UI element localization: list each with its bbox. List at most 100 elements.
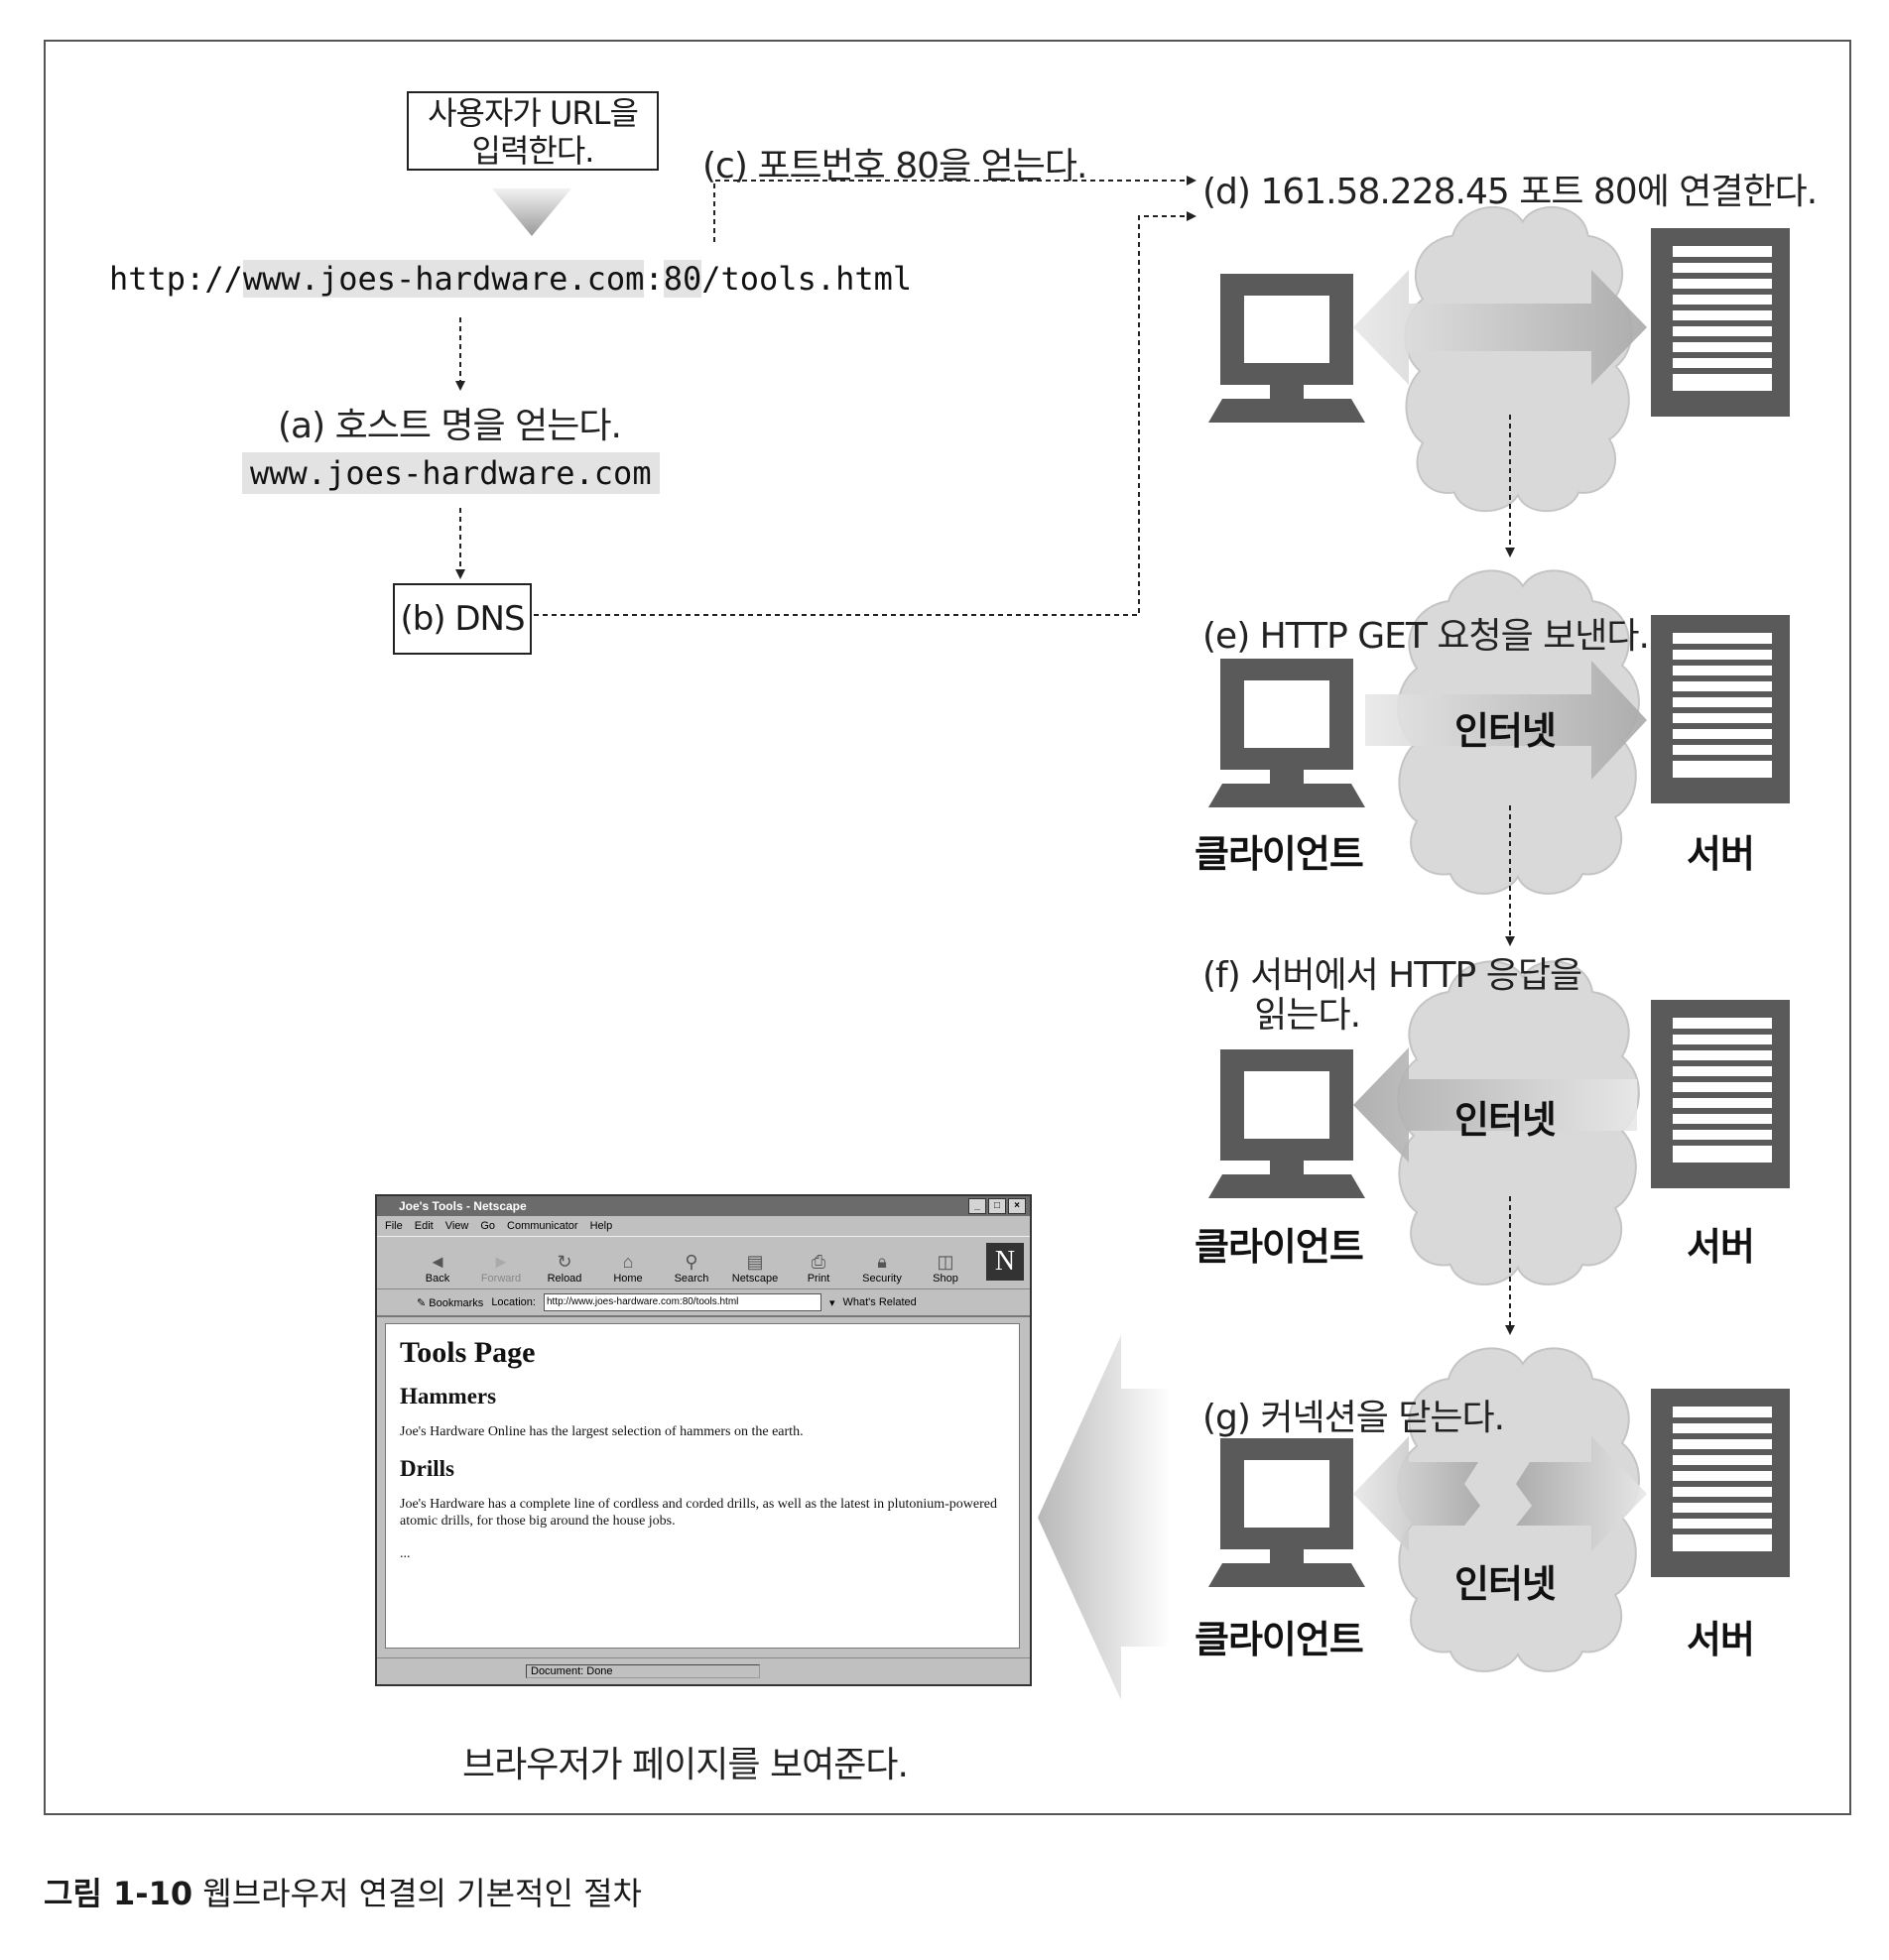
menu-view[interactable]: View (444, 1220, 469, 1232)
whats-related-button[interactable]: What's Related (842, 1296, 917, 1308)
internet-label-e: 인터넷 (1454, 709, 1557, 753)
browser-shows-label: 브라우저가 페이지를 보여준다. (462, 1745, 909, 1785)
heading-drills: Drills (400, 1456, 454, 1481)
url-path: /tools.html (701, 260, 913, 298)
location-bar: ✎ Bookmarks Location: http://www.joes-ha… (377, 1289, 1030, 1317)
status-text: Document: Done (526, 1664, 760, 1678)
caption-label: 그림 1-10 (44, 1875, 193, 1912)
menu-go[interactable]: Go (480, 1220, 496, 1232)
window-controls: _ □ × (968, 1198, 1026, 1214)
print-label: Print (807, 1273, 830, 1285)
home-label: Home (613, 1273, 643, 1285)
reload-button[interactable]: ↻Reload (534, 1251, 595, 1288)
full-url: http://www.joes-hardware.com:80/tools.ht… (109, 260, 912, 298)
paragraph-drills: Joe's Hardware has a complete line of co… (400, 1497, 998, 1529)
navigation-toolbar: ◄Back ►Forward ↻Reload ⌂Home ⚲Search ▤Ne… (377, 1236, 1030, 1289)
location-label: Location: (491, 1296, 536, 1308)
forward-arrow-icon: ► (492, 1252, 510, 1272)
client-computer-icon (1208, 659, 1365, 807)
shop-button[interactable]: ◫Shop (915, 1251, 976, 1288)
step-d-label: (d) 161.58.228.45 포트 80에 연결한다. (1202, 172, 1818, 212)
search-button[interactable]: ⚲Search (661, 1251, 722, 1288)
client-label-g: 클라이언트 (1195, 1618, 1364, 1661)
bidirectional-arrow-d (1353, 270, 1647, 385)
lock-icon: 🔒︎ (877, 1252, 887, 1272)
server-label-f: 서버 (1687, 1225, 1755, 1269)
step-g-label: (g) 커넥션을 닫는다. (1202, 1398, 1505, 1438)
dns-box: (b) DNS (393, 583, 532, 655)
menu-communicator[interactable]: Communicator (507, 1220, 578, 1232)
print-icon: ⎙ (811, 1252, 826, 1272)
url-prefix: http:// (109, 260, 243, 298)
response-arrow-f (1353, 1047, 1637, 1163)
minimize-button[interactable]: _ (968, 1198, 986, 1214)
step-a-label: (a) 호스트 명을 얻는다. (278, 406, 622, 446)
home-icon: ⌂ (622, 1252, 634, 1272)
user-enters-url-box: 사용자가 URL을 입력한다. (407, 91, 659, 171)
print-button[interactable]: ⎙Print (788, 1251, 849, 1288)
url-colon: : (644, 260, 664, 298)
hostname-value: www.joes-hardware.com (242, 452, 660, 494)
shop-icon: ◫ (937, 1252, 954, 1272)
menu-file[interactable]: File (385, 1220, 403, 1232)
bookmarks-label: Bookmarks (429, 1296, 484, 1309)
reload-label: Reload (547, 1273, 582, 1285)
server-icon (1651, 228, 1790, 417)
back-arrow-icon: ◄ (429, 1252, 446, 1272)
client-computer-icon (1208, 1049, 1365, 1198)
location-input[interactable]: http://www.joes-hardware.com:80/tools.ht… (543, 1293, 821, 1311)
server-icon (1651, 1389, 1790, 1577)
down-arrow-icon (492, 188, 571, 236)
forward-label: Forward (480, 1273, 522, 1285)
bookmarks-button[interactable]: ✎ Bookmarks (417, 1296, 483, 1309)
client-computer-icon (1208, 1438, 1365, 1587)
arrow-dns-to-connect (534, 211, 1196, 616)
netscape-browser-window: Joe's Tools - Netscape _ □ × File Edit V… (375, 1194, 1032, 1686)
server-label-e: 서버 (1687, 832, 1755, 876)
netscape-icon: ▤ (746, 1252, 764, 1272)
netscape-button[interactable]: ▤Netscape (724, 1251, 786, 1288)
security-button[interactable]: 🔒︎Security (851, 1251, 913, 1288)
server-icon (1651, 615, 1790, 803)
client-label-e: 클라이언트 (1195, 832, 1364, 876)
caption-text: 웹브라우저 연결의 기본적인 절차 (192, 1875, 642, 1912)
reload-icon: ↻ (557, 1252, 572, 1272)
server-icon (1651, 1000, 1790, 1188)
url-port: 80 (663, 260, 702, 298)
client-computer-icon (1208, 274, 1365, 423)
step-c-label: (c) 포트번호 80을 얻는다. (702, 146, 1087, 186)
home-button[interactable]: ⌂Home (597, 1251, 659, 1288)
bookmark-icon: ✎ (417, 1296, 427, 1309)
close-button[interactable]: × (1008, 1198, 1026, 1214)
browser-title: Joe's Tools - Netscape (399, 1199, 527, 1213)
broken-arrow-right-g (1516, 1436, 1647, 1551)
back-button[interactable]: ◄Back (407, 1251, 468, 1288)
menu-help[interactable]: Help (589, 1220, 613, 1232)
dropdown-icon[interactable]: ▾ (828, 1296, 835, 1309)
browser-titlebar: Joe's Tools - Netscape _ □ × (377, 1196, 1030, 1216)
status-bar: Document: Done (377, 1657, 1030, 1684)
netscape-logo: N (986, 1243, 1024, 1281)
menu-edit[interactable]: Edit (414, 1220, 434, 1232)
heading-hammers: Hammers (400, 1384, 497, 1409)
ellipsis: ... (400, 1546, 411, 1561)
internet-label-g: 인터넷 (1454, 1562, 1557, 1606)
search-icon: ⚲ (685, 1252, 698, 1272)
client-label-f: 클라이언트 (1195, 1225, 1364, 1269)
big-left-arrow-icon (1038, 1335, 1171, 1700)
netscape-label: Netscape (731, 1273, 779, 1285)
back-label: Back (425, 1273, 450, 1285)
forward-button[interactable]: ►Forward (470, 1251, 532, 1288)
shop-label: Shop (933, 1273, 958, 1285)
page-content: Tools Page Hammers Joe's Hardware Online… (385, 1323, 1020, 1649)
figure-frame (44, 40, 1851, 1815)
request-arrow-e (1365, 661, 1647, 780)
figure-caption: 그림 1-10 웹브라우저 연결의 기본적인 절차 (44, 1869, 642, 1914)
paragraph-hammers: Joe's Hardware Online has the largest se… (400, 1424, 804, 1439)
step-e-label: (e) HTTP GET 요청을 보낸다. (1202, 616, 1650, 657)
arrow-port-to-connect (713, 176, 1196, 242)
broken-arrow-left-g (1353, 1436, 1480, 1551)
maximize-button[interactable]: □ (988, 1198, 1006, 1214)
page-title: Tools Page (400, 1336, 536, 1369)
